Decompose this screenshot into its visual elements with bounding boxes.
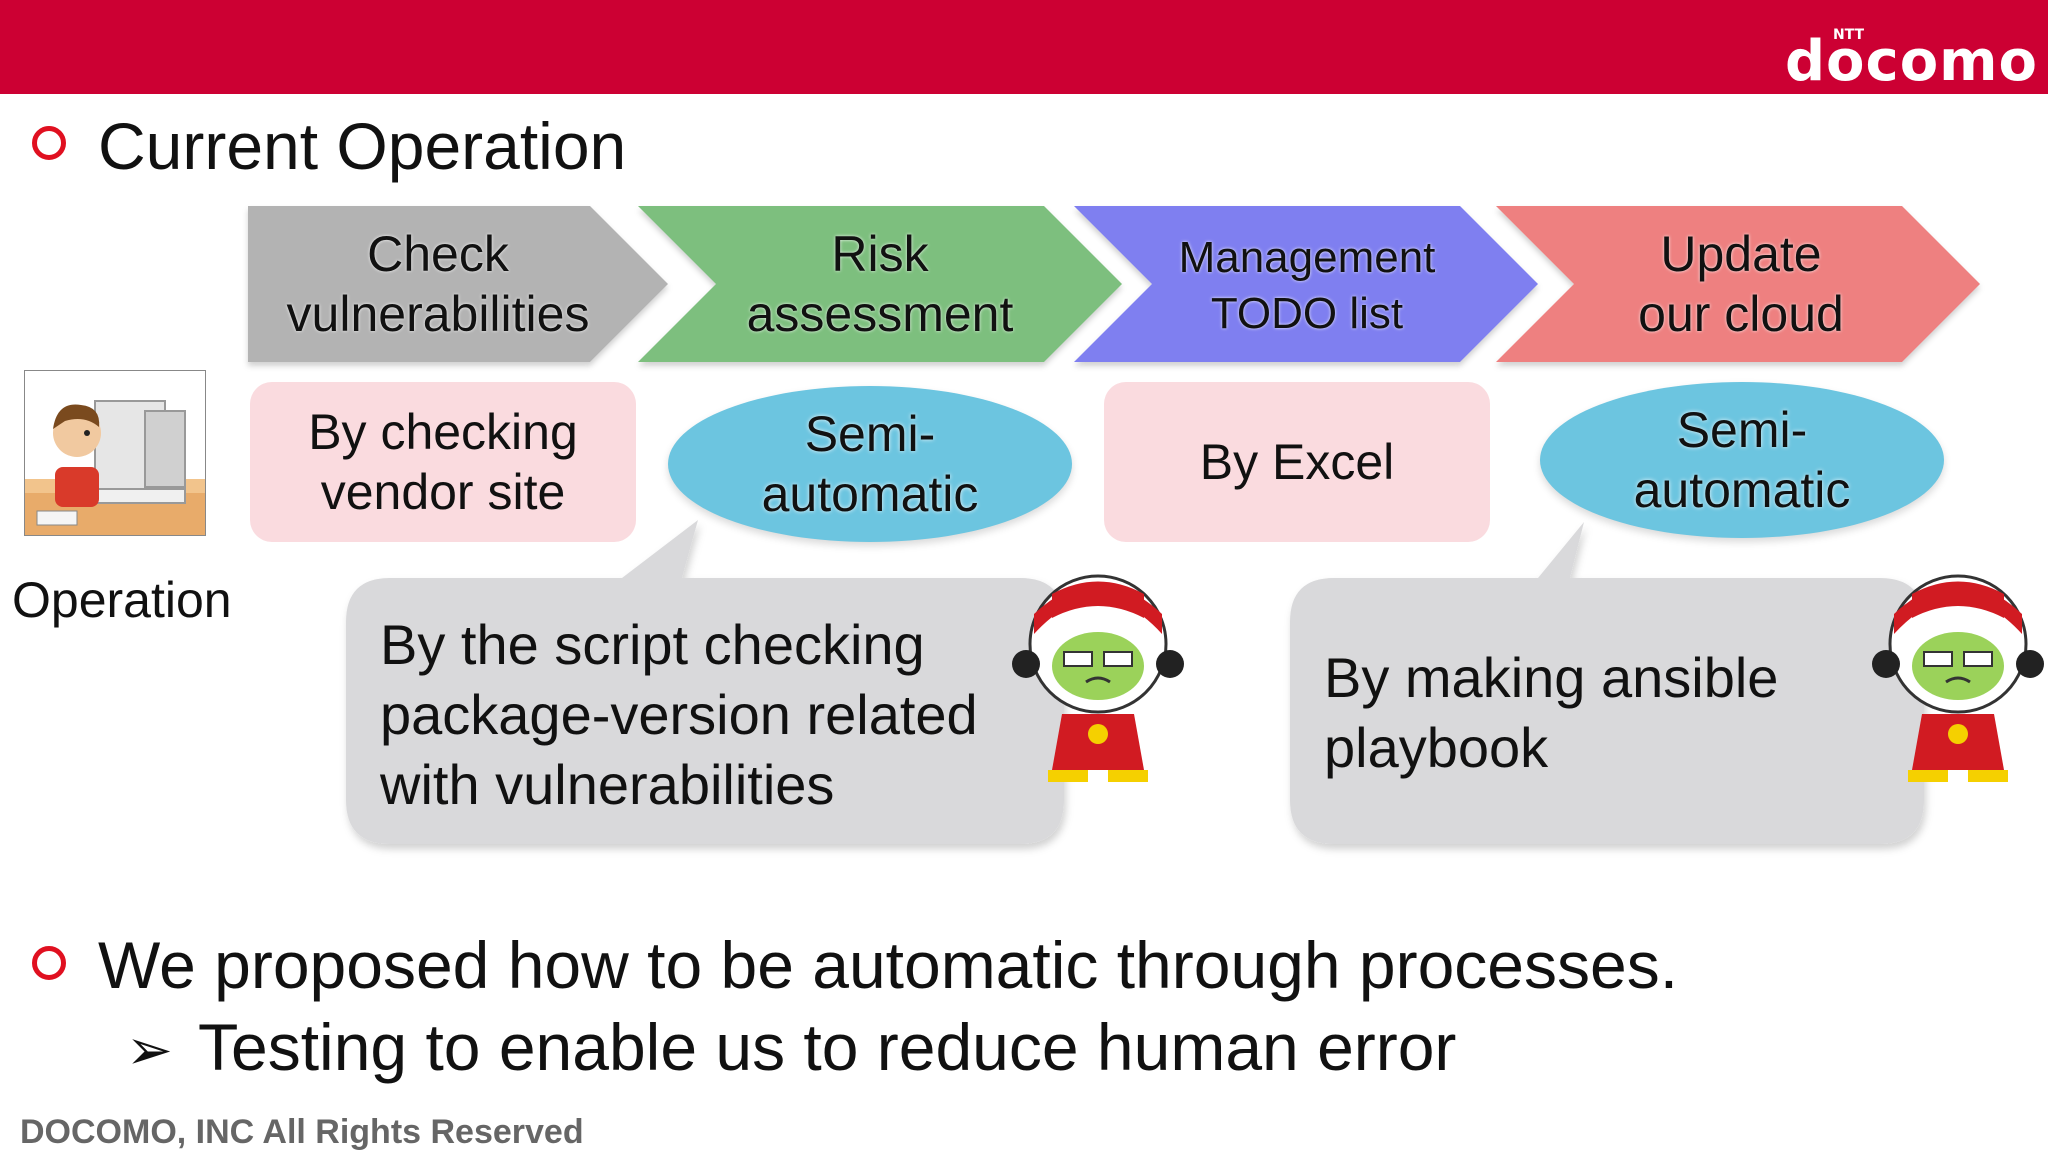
operator-at-computer-icon xyxy=(25,400,205,535)
stage-label-line: Update xyxy=(1660,226,1822,282)
footer-copyright: DOCOMO, INC All Rights Reserved xyxy=(20,1113,584,1151)
stage-label-line: Risk xyxy=(831,226,929,282)
circle-bullet-icon xyxy=(32,946,66,980)
stage-label-update: Update our cloud xyxy=(1560,224,1922,344)
header-bar: NTT docomo xyxy=(0,0,2048,94)
method-ellipse-semi-automatic-2: Semi- automatic xyxy=(1540,382,1944,538)
method-line: vendor site xyxy=(320,464,566,520)
method-box-excel: By Excel xyxy=(1104,382,1490,542)
bubble-line: with vulnerabilities xyxy=(380,753,835,816)
method-box-vendor-site: By checking vendor site xyxy=(250,382,636,542)
section-title-current-operation: Current Operation xyxy=(98,109,627,183)
stage-label-line: TODO list xyxy=(1210,289,1404,338)
bubble-text-1: By the script checking package-version r… xyxy=(380,610,978,820)
mascot-icon xyxy=(1012,574,1184,782)
section-title-proposal: We proposed how to be automatic through … xyxy=(98,928,1679,1002)
stage-label-risk: Risk assessment xyxy=(700,224,1060,344)
stage-label-line: our cloud xyxy=(1638,286,1844,342)
sub-item-testing: Testing to enable us to reduce human err… xyxy=(198,1010,1457,1084)
bubble-text-2: By making ansible playbook xyxy=(1324,643,1778,783)
circle-bullet-icon xyxy=(32,126,66,160)
method-line: Semi- xyxy=(804,406,936,462)
stage-label-line: Check xyxy=(367,226,509,282)
stage-label-management: Management TODO list xyxy=(1130,230,1484,342)
method-line: automatic xyxy=(761,466,979,522)
stage-label-check: Check vulnerabilities xyxy=(248,224,628,344)
mascot-icon xyxy=(1872,574,2044,782)
logo-text: docomo xyxy=(1784,29,2038,94)
method-line: By checking xyxy=(308,404,578,460)
bubble-line: playbook xyxy=(1324,716,1549,779)
stage-arrow-risk xyxy=(638,206,1122,362)
logo-ntt-mark: NTT xyxy=(1832,27,1865,43)
stage-arrow-management xyxy=(1074,206,1538,362)
stage-arrow-update xyxy=(1496,206,1980,362)
speech-bubble-2 xyxy=(1290,522,1924,844)
method-line: By Excel xyxy=(1199,434,1395,490)
method-line: Semi- xyxy=(1676,402,1808,458)
operator-label: Operation xyxy=(12,572,232,628)
bubble-line: By the script checking xyxy=(380,613,925,676)
stage-label-line: Management xyxy=(1178,233,1436,282)
stage-label-line: assessment xyxy=(746,286,1014,342)
arrowhead-bullet-icon: ➢ xyxy=(126,1018,173,1081)
docomo-logo: NTT docomo xyxy=(1785,28,2038,90)
stage-label-line: vulnerabilities xyxy=(286,286,590,342)
bubble-line: package-version related xyxy=(380,683,978,746)
operator-illustration xyxy=(24,370,206,536)
method-line: automatic xyxy=(1633,462,1851,518)
speech-bubble-1 xyxy=(346,520,1064,844)
bubble-line: By making ansible xyxy=(1324,646,1779,709)
method-ellipse-semi-automatic-1: Semi- automatic xyxy=(668,386,1072,542)
stage-arrow-check xyxy=(248,206,668,362)
